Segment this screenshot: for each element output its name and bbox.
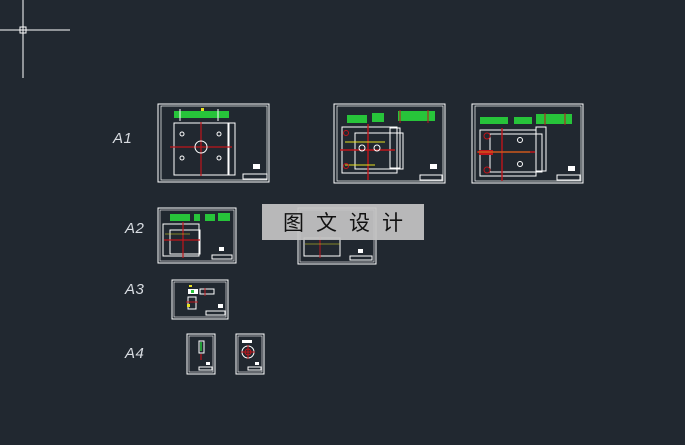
drawing-sheet-a3-1[interactable] bbox=[171, 279, 229, 320]
size-label-a1: A1 bbox=[113, 130, 133, 147]
size-label-a2: A2 bbox=[125, 220, 145, 237]
drawing-sheet-a4-1[interactable] bbox=[186, 333, 216, 375]
size-label-a3: A3 bbox=[125, 281, 145, 298]
watermark-overlay: 图文设计 bbox=[262, 204, 424, 240]
drawing-sheet-a2-1[interactable] bbox=[157, 207, 237, 264]
crosshair-cursor-icon bbox=[0, 0, 70, 78]
drawing-sheet-a1-2[interactable] bbox=[333, 103, 446, 184]
drawing-sheet-a1-1[interactable] bbox=[157, 103, 270, 183]
drawing-sheet-a1-3[interactable] bbox=[471, 103, 584, 184]
drawing-sheet-a4-2[interactable] bbox=[235, 333, 265, 375]
size-label-a4: A4 bbox=[125, 345, 145, 362]
watermark-text: 图文设计 bbox=[283, 211, 415, 235]
